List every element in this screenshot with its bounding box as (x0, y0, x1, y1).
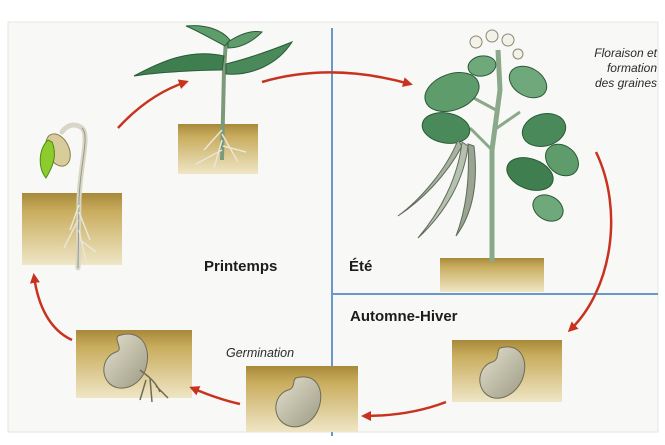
label-summer: Été (349, 258, 372, 275)
soil-block (178, 124, 258, 174)
label-spring: Printemps (204, 258, 277, 275)
soil-block (22, 193, 122, 265)
flower (486, 30, 498, 42)
stage-germinating-seed (76, 330, 192, 402)
label-flowering: Floraison et formation des graines (594, 46, 657, 91)
label-autumn-winter: Automne-Hiver (350, 308, 458, 325)
stage-dormant-seed (452, 340, 562, 402)
flower (513, 49, 523, 59)
stage-seed-in-soil (246, 366, 358, 432)
label-flowering-line2: formation (594, 61, 657, 76)
label-flowering-line1: Floraison et (594, 46, 657, 61)
soil-block (440, 258, 544, 292)
label-germination: Germination (226, 346, 294, 360)
label-flowering-line3: des graines (594, 76, 657, 91)
flower (502, 34, 514, 46)
flower (470, 36, 482, 48)
